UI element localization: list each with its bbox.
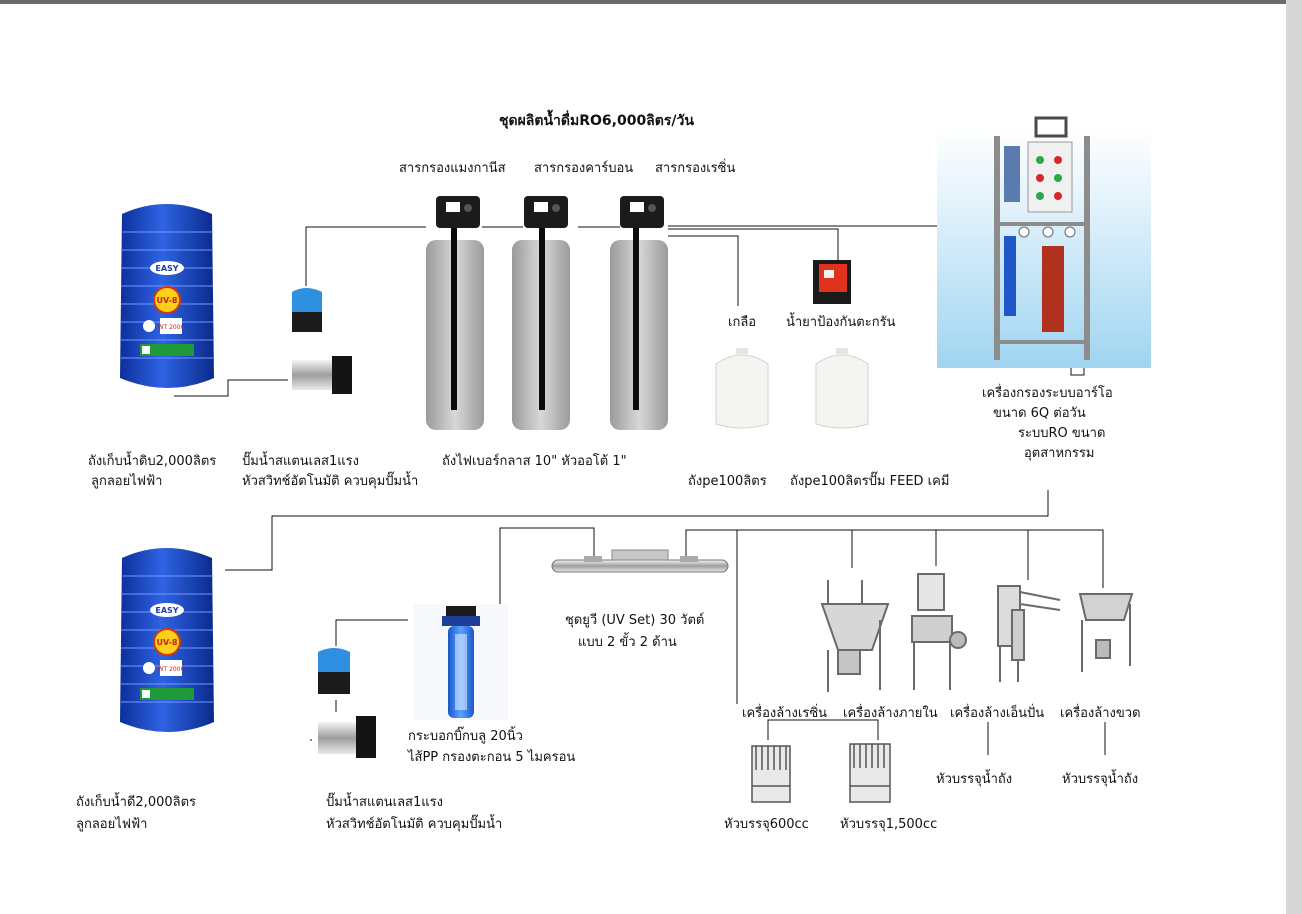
label-ro-line3: ระบบRO ขนาด: [1018, 426, 1106, 441]
label-uv-line2: แบบ 2 ขั้ว 2 ด้าน: [578, 635, 677, 650]
raw-tank-badge: UV-8: [157, 296, 178, 305]
label-salt: เกลือ: [728, 315, 757, 330]
clean-tank-model: WT 2000: [158, 666, 185, 673]
dosing-pump-image: [813, 260, 851, 304]
raw-tank-model: WT 2000: [158, 324, 185, 331]
inner-washer-image: [911, 573, 967, 690]
label-clean-tank-line2: ลูกลอยไฟฟ้า: [76, 817, 148, 832]
label-inner-washer: เครื่องล้างภายใน: [843, 706, 938, 721]
label-resin-filter: สารกรองเรซิ่น: [655, 161, 736, 176]
resin-washer-image: [820, 580, 890, 692]
label-resin-washer: เครื่องล้างเรซิ่น: [742, 706, 828, 721]
clean-water-tank: EASY UV-8 WT 2000: [120, 548, 214, 732]
label-pump2-line2: หัวสวิทช์อัตโนมัติ ควบคุมปั๊มน้ำ: [326, 817, 503, 832]
label-raw-tank-line1: ถังเก็บน้ำดิบ2,000ลิตร: [88, 454, 217, 469]
filler-racks: [751, 743, 891, 803]
label-antiscalant: น้ำยาป้องกันตะกรัน: [786, 315, 896, 330]
label-pe-tank1: ถังpe100ลิตร: [688, 474, 767, 489]
label-ro-line2: ขนาด 6Q ต่อวัน: [993, 406, 1086, 421]
label-bottle-washer: เครื่องล้างขวด: [1060, 706, 1141, 721]
label-spin-washer: เครื่องล้างเอ็นปั่น: [950, 706, 1045, 721]
label-pump2-line1: ปั๊มน้ำสแตนเลส1แรง: [326, 795, 443, 810]
label-uv-line1: ชุดยูวี (UV Set) 30 วัตต์: [565, 613, 705, 628]
spin-washer-image: [997, 585, 1061, 682]
raw-water-tank: EASY UV-8 WT 2000: [120, 204, 214, 388]
label-housing-line1: กระบอกบิ๊กบลู 20นิ้ว: [408, 729, 523, 744]
label-filler-tank2: หัวบรรจุน้ำถัง: [1062, 772, 1139, 787]
pe-tanks: [715, 348, 869, 429]
label-filler-tank1: หัวบรรจุน้ำถัง: [936, 772, 1013, 787]
label-pump1-line2: หัวสวิทช์อัตโนมัติ ควบคุมปั๊มน้ำ: [242, 474, 419, 489]
label-filler-1500: หัวบรรจุ1,500cc: [840, 817, 938, 832]
label-raw-tank-line2: ลูกลอยไฟฟ้า: [91, 474, 163, 489]
clean-tank-brand: EASY: [155, 606, 178, 615]
ro-unit-image: [937, 116, 1151, 368]
window-right-scroll-strip: [1286, 0, 1302, 914]
label-pe-tank2: ถังpe100ลิตรปั๊ม FEED เคมี: [790, 474, 950, 489]
pump2-image: [310, 646, 378, 764]
connector-lines: [174, 225, 1106, 755]
label-manganese-filter: สารกรองแมงกานีส: [399, 161, 506, 176]
label-ro-line4: อุตสาหกรรม: [1024, 446, 1095, 461]
filler-1500-image: [849, 743, 891, 803]
label-carbon-filter: สารกรองคาร์บอน: [534, 161, 634, 176]
uv-sterilizer-image: [551, 549, 729, 573]
label-clean-tank-line1: ถังเก็บน้ำดี2,000ลิตร: [76, 795, 197, 810]
label-housing-line2: ไส้PP กรองตะกอน 5 ไมครอน: [408, 750, 576, 765]
diagram-title: ชุดผลิตน้ำดื่มRO6,000ลิตร/วัน: [499, 113, 694, 129]
raw-tank-brand: EASY: [155, 264, 178, 273]
pump1-image: [284, 286, 354, 398]
label-pump1-line1: ปั๊มน้ำสแตนเลส1แรง: [242, 454, 359, 469]
label-filler-600: หัวบรรจุ600cc: [724, 817, 809, 832]
filter-vessels: [426, 196, 668, 430]
washing-machines: [820, 573, 1134, 692]
big-blue-housing-image: [414, 604, 508, 720]
label-fiberglass-tank: ถังไฟเบอร์กลาส 10" หัวออโต้ 1": [442, 454, 627, 469]
filler-600-image: [751, 745, 791, 803]
window-top-border: [0, 0, 1302, 4]
label-ro-line1: เครื่องกรองระบบอาร์โอ: [982, 386, 1113, 401]
clean-tank-badge: UV-8: [157, 638, 178, 647]
bottle-washer-image: [1078, 593, 1134, 672]
